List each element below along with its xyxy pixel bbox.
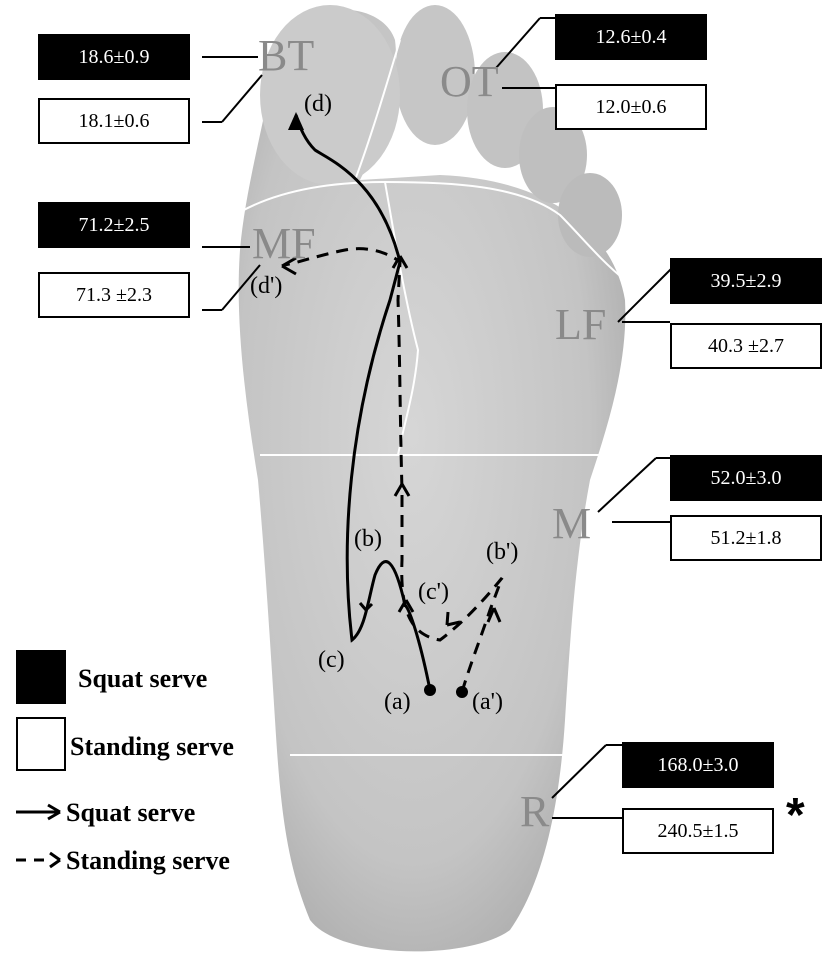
region-label-lf: LF xyxy=(555,303,606,347)
path-label-c-prime: (c') xyxy=(418,580,449,604)
region-label-r: R xyxy=(520,790,549,834)
r-squat-box: 168.0±3.0 xyxy=(622,742,774,788)
legend-standing-line-label: Standing serve xyxy=(66,848,230,874)
lf-standing-box: 40.3 ±2.7 xyxy=(670,323,822,369)
path-label-d: (d) xyxy=(304,92,332,116)
significance-asterisk: * xyxy=(786,792,805,840)
path-label-c: (c) xyxy=(318,648,345,672)
legend-standing-box-label: Standing serve xyxy=(70,734,234,760)
m-squat-box: 52.0±3.0 xyxy=(670,455,822,501)
squat-start-dot xyxy=(424,684,436,696)
lf-squat-box: 39.5±2.9 xyxy=(670,258,822,304)
path-label-b-prime: (b') xyxy=(486,540,518,564)
legend-squat-line-label: Squat serve xyxy=(66,800,195,826)
path-label-a: (a) xyxy=(384,690,411,714)
region-label-ot: OT xyxy=(440,60,499,104)
legend-standing-arrow xyxy=(16,853,60,867)
m-standing-box: 51.2±1.8 xyxy=(670,515,822,561)
region-label-bt: BT xyxy=(258,34,314,78)
legend-squat-arrow xyxy=(16,805,60,819)
ot-squat-box: 12.6±0.4 xyxy=(555,14,707,60)
ot-standing-box: 12.0±0.6 xyxy=(555,84,707,130)
toe-5 xyxy=(558,173,622,257)
path-label-b: (b) xyxy=(354,527,382,551)
legend-standing-swatch xyxy=(16,717,66,771)
legend-squat-swatch xyxy=(16,650,66,704)
r-standing-box: 240.5±1.5 xyxy=(622,808,774,854)
mf-squat-box: 71.2±2.5 xyxy=(38,202,190,248)
region-label-mf: MF xyxy=(252,222,316,266)
mf-standing-box: 71.3 ±2.3 xyxy=(38,272,190,318)
region-label-m: M xyxy=(552,502,591,546)
legend-squat-box-label: Squat serve xyxy=(78,666,207,692)
path-label-d-prime: (d') xyxy=(250,274,282,298)
path-label-a-prime: (a') xyxy=(472,690,503,714)
bt-squat-box: 18.6±0.9 xyxy=(38,34,190,80)
standing-start-dot xyxy=(456,686,468,698)
bt-standing-box: 18.1±0.6 xyxy=(38,98,190,144)
